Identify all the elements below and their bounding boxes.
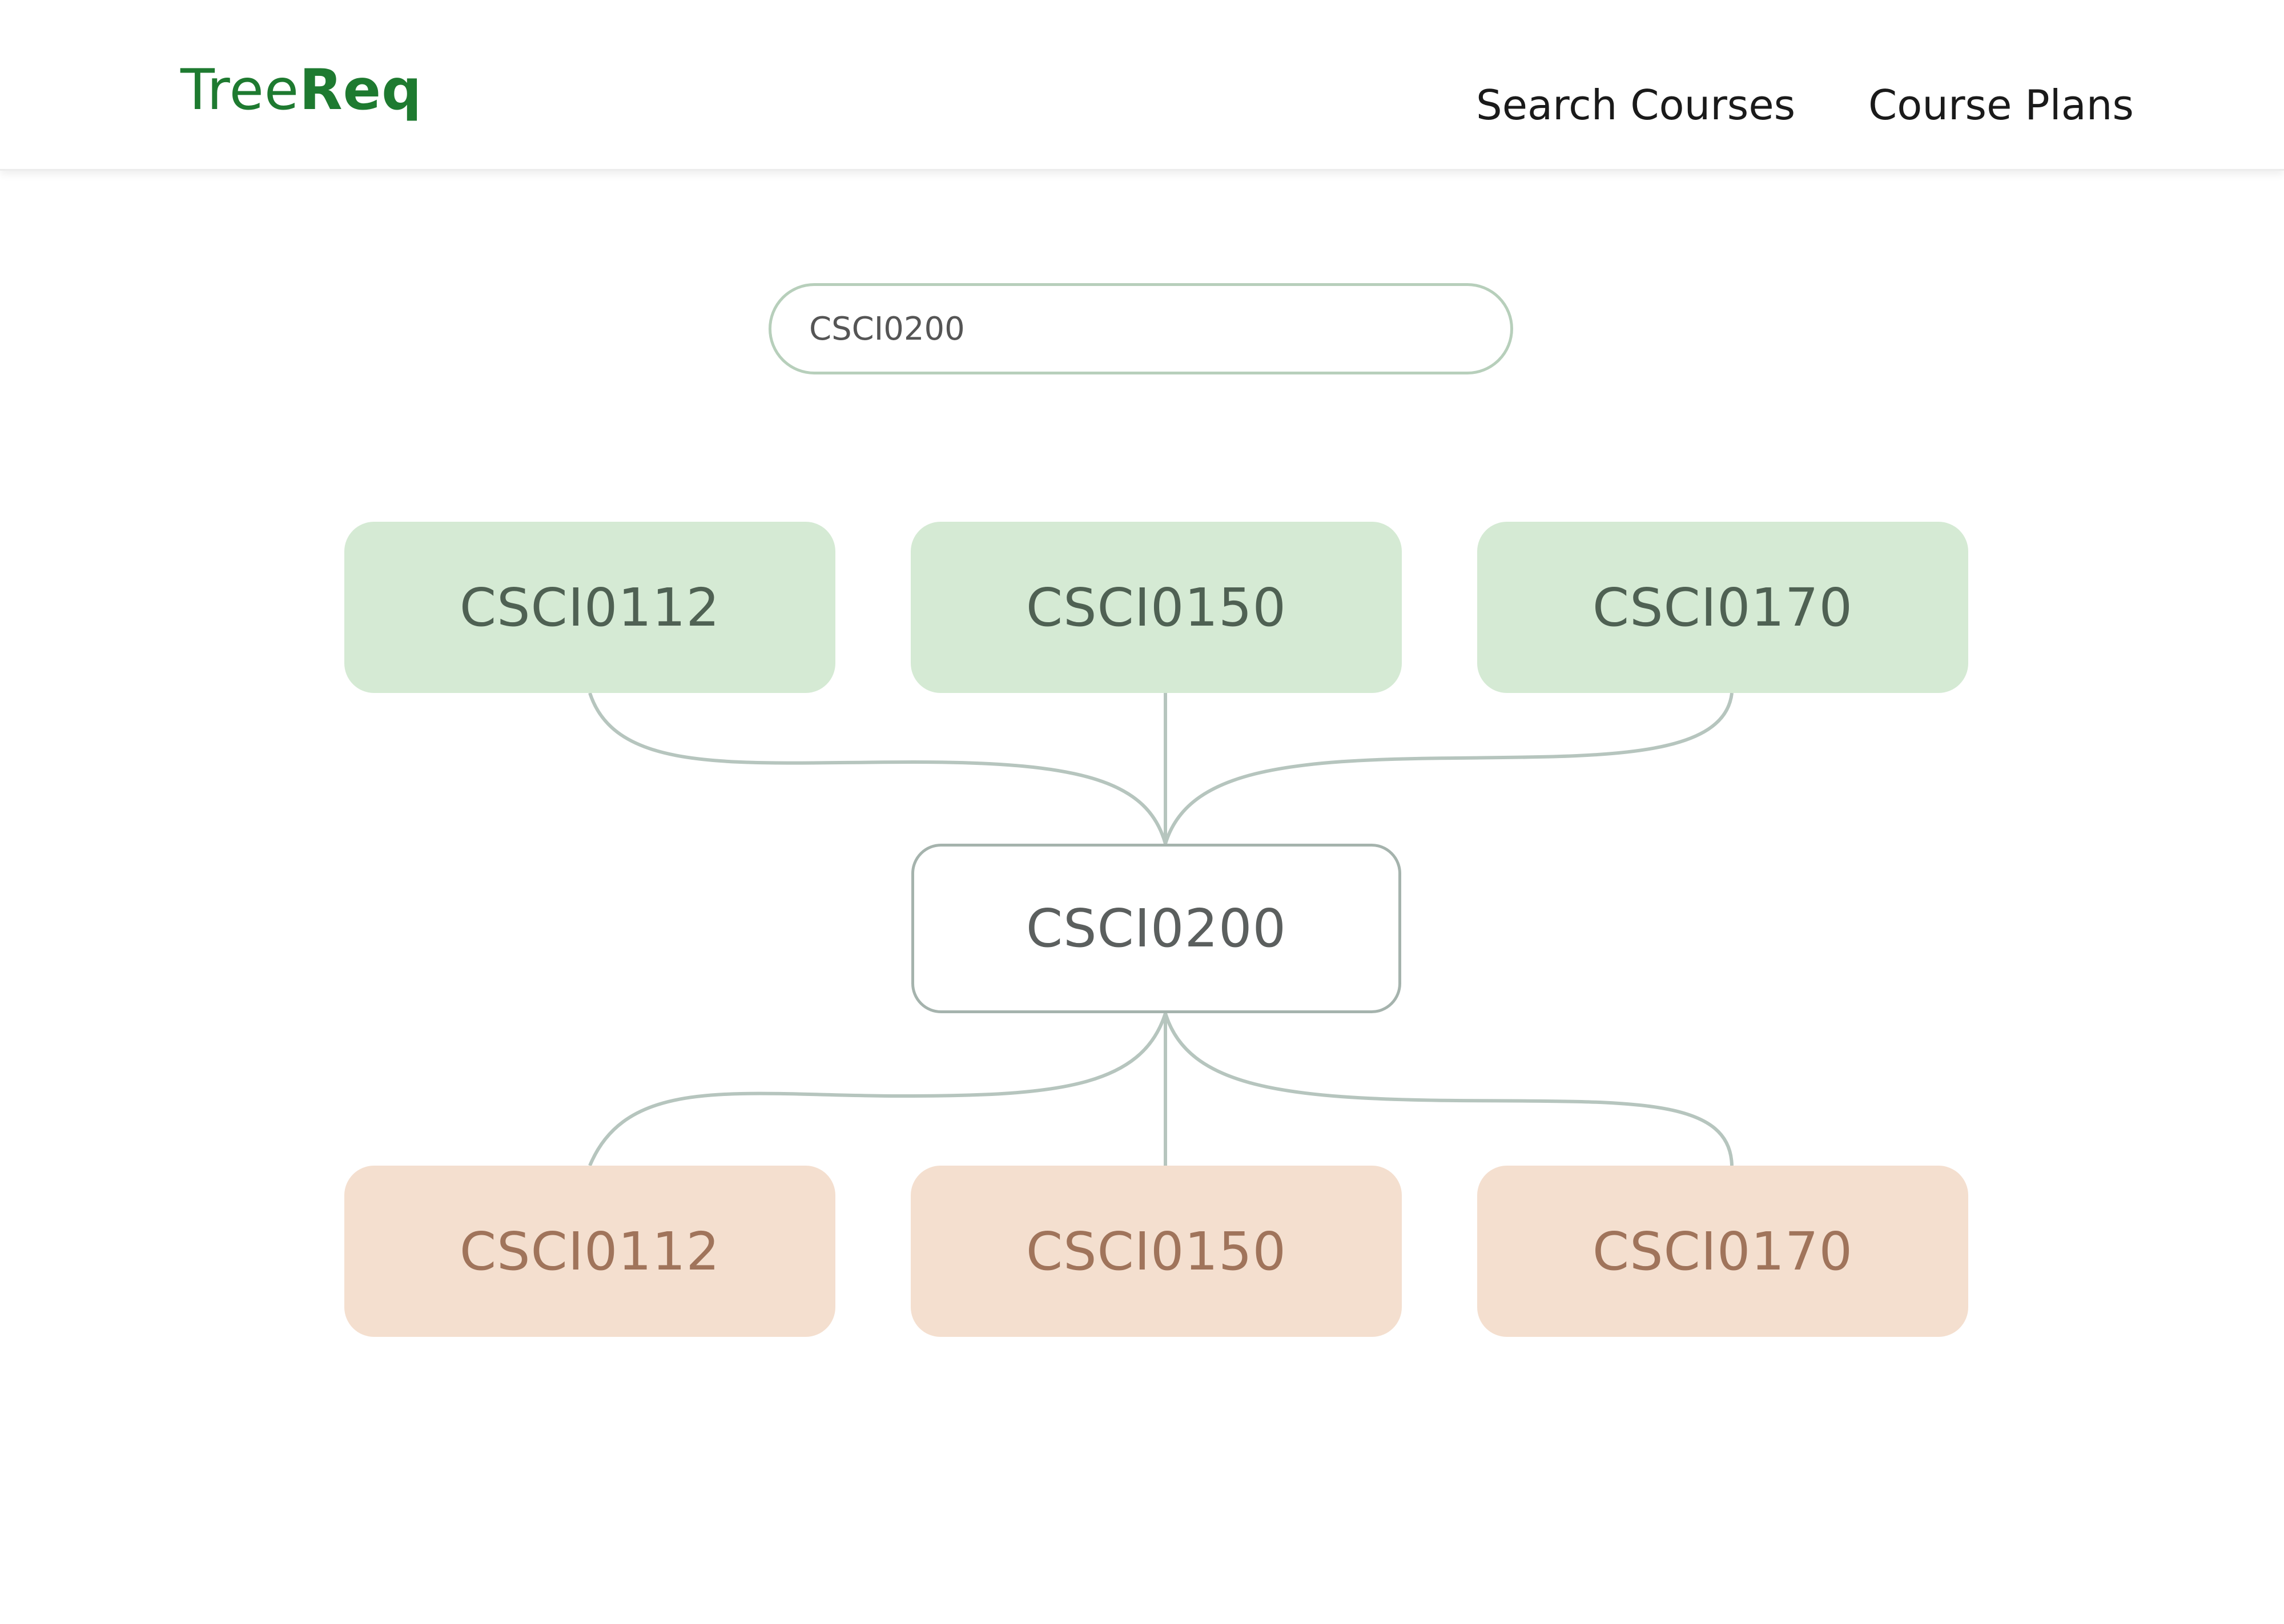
- logo-text-req: Req: [299, 58, 423, 123]
- connector-unlock-3: [1164, 1013, 1734, 1166]
- top-nav-bar: TreeReq Search Courses Course Plans: [0, 0, 2284, 171]
- prerequisite-node[interactable]: CSCI0112: [344, 522, 835, 693]
- course-search-input[interactable]: [809, 303, 1466, 354]
- unlocked-course-node[interactable]: CSCI0170: [1477, 1166, 1968, 1337]
- connector-unlock-1: [588, 1013, 1167, 1167]
- prerequisite-node[interactable]: CSCI0170: [1477, 522, 1968, 693]
- unlocked-course-node[interactable]: CSCI0150: [911, 1166, 1402, 1337]
- prerequisite-node[interactable]: CSCI0150: [911, 522, 1402, 693]
- connector-prereq-3: [1164, 692, 1734, 844]
- nav-course-plans-link[interactable]: Course Plans: [1868, 81, 2134, 129]
- nav-search-courses-link[interactable]: Search Courses: [1476, 81, 1796, 129]
- treereq-logo[interactable]: TreeReq: [180, 56, 422, 124]
- connector-prereq-1: [588, 692, 1167, 844]
- logo-text-tree: Tree: [180, 58, 300, 123]
- current-course-node[interactable]: CSCI0200: [911, 844, 1401, 1013]
- unlocked-course-node[interactable]: CSCI0112: [344, 1166, 835, 1337]
- course-search-box[interactable]: [769, 283, 1513, 374]
